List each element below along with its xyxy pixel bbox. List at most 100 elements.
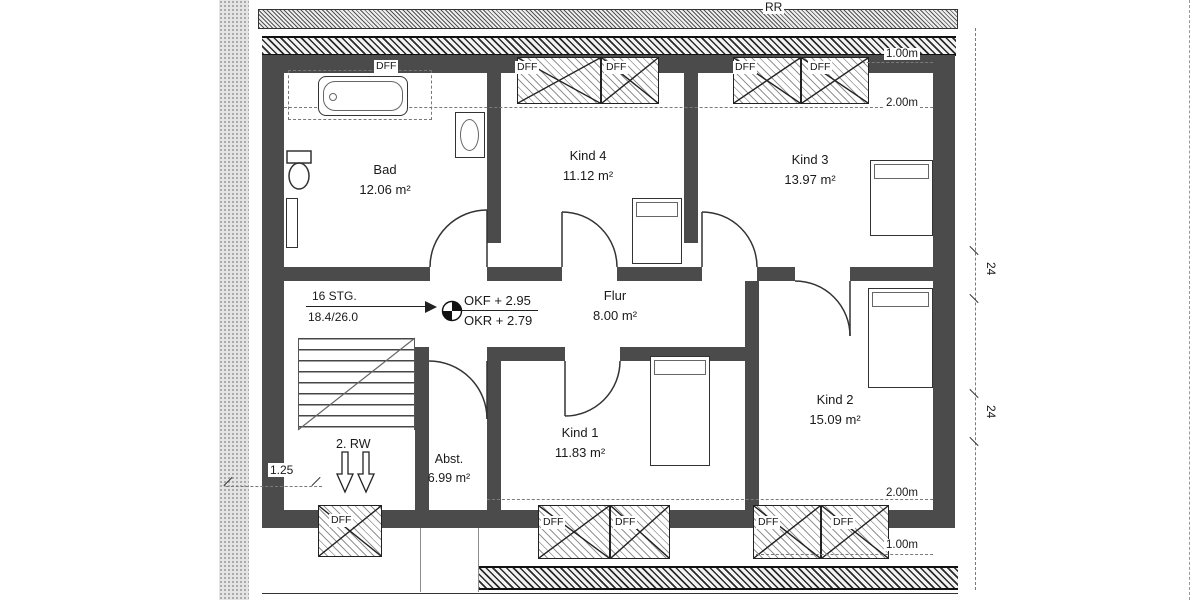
- room-area-bad: 12.06 m²: [359, 182, 411, 198]
- bottom-connector-line-right: [478, 528, 479, 592]
- top-roof-band-outer: [258, 9, 958, 29]
- bed-kind3: [870, 160, 933, 236]
- dff-label-bottom-left: DFF: [329, 514, 354, 527]
- wall-flur-top-b: [487, 267, 562, 281]
- room-label-kind3: Kind 3 13.97 m²: [765, 150, 855, 190]
- room-name-kind2: Kind 2: [816, 392, 854, 407]
- stair-cut-line: [297, 337, 416, 431]
- sink: [455, 112, 485, 158]
- bed-kind1: [650, 356, 710, 466]
- dff-label-bad: DFF: [374, 60, 399, 73]
- door-kind3: [701, 211, 758, 268]
- dff-label-kind4-b: DFF: [604, 61, 629, 74]
- door-kind1: [564, 360, 621, 417]
- top-roof-band-inner: [262, 36, 956, 56]
- level-marker-icon: [441, 300, 463, 322]
- pillow-kind2: [872, 292, 929, 307]
- room-label-bad: Bad 12.06 m²: [345, 160, 425, 200]
- roof-window-kind1-b: [610, 505, 670, 559]
- wall-bad-kind4: [487, 73, 501, 243]
- room-name-bad: Bad: [373, 162, 397, 177]
- room-area-abst: 6.99 m²: [427, 471, 471, 486]
- wall-kind1-kind2: [745, 281, 759, 510]
- right-reference-line: [975, 28, 976, 590]
- room-label-kind1: Kind 1 11.83 m²: [540, 423, 620, 463]
- bathtub: [318, 76, 408, 116]
- dim-top-1-line: [862, 62, 933, 63]
- dff-label-kind4-a: DFF: [515, 61, 540, 74]
- roof-window-kind2-a: [753, 505, 821, 559]
- room-area-kind4: 11.12 m²: [562, 168, 614, 184]
- wall-flur-top-e: [850, 267, 933, 281]
- dim-top-2: 2.00m: [884, 97, 920, 109]
- bottom-roof-band: [478, 566, 958, 590]
- dff-label-kind3-b: DFF: [808, 61, 833, 74]
- room-name-kind3: Kind 3: [791, 152, 829, 167]
- stair-arrow-head: [425, 301, 437, 313]
- room-name-kind1: Kind 1: [561, 425, 599, 440]
- dff-label-kind2-b: DFF: [831, 516, 856, 529]
- wall-abst-kind1: [487, 347, 501, 510]
- dim-bottom-2: 2.00m: [884, 487, 920, 499]
- wall-kind4-kind3: [684, 73, 698, 243]
- wall-flur-bottom-a: [487, 347, 565, 361]
- dff-label-kind2-a: DFF: [756, 516, 781, 529]
- wall-flur-top-c: [617, 267, 702, 281]
- dim-chain-tick-1: [969, 245, 979, 256]
- pillow-kind1: [654, 360, 706, 375]
- rw-label: 2. RW: [336, 437, 371, 451]
- level-okr-label: OKR + 2.79: [464, 313, 533, 328]
- stair-ratio-label: 18.4/26.0: [308, 310, 359, 324]
- stair-count-label: 16 STG.: [312, 289, 357, 303]
- dim-chain-tick-2: [969, 293, 979, 304]
- room-label-abst: Abst. 6.99 m²: [411, 450, 487, 489]
- left-shading-band: [219, 0, 249, 600]
- wall-outer-left: [262, 55, 284, 528]
- pillow-kind4: [636, 202, 678, 217]
- room-label-kind2: Kind 2 15.09 m²: [795, 390, 875, 430]
- roof-window-bottom-left: [318, 505, 382, 557]
- room-area-kind1: 11.83 m²: [554, 445, 606, 461]
- door-bad: [429, 209, 488, 268]
- room-label-flur: Flur 8.00 m²: [580, 286, 650, 326]
- far-right-reference-line: [1189, 0, 1190, 600]
- sink-basin: [460, 119, 479, 151]
- dim-left-tick-b: [311, 476, 321, 487]
- room-name-kind4: Kind 4: [569, 148, 607, 163]
- door-kind2: [794, 280, 851, 337]
- roof-window-kind4-b: [601, 57, 659, 104]
- wall-flur-top-d: [757, 267, 795, 281]
- bathtub-drain: [329, 93, 337, 101]
- rw-arrows-icon: [335, 451, 376, 494]
- dff-label-kind3-a: DFF: [733, 61, 758, 74]
- roof-line-bottom: [487, 499, 933, 500]
- dff-label-kind1-a: DFF: [541, 516, 566, 529]
- dim-left-label: 1.25: [268, 463, 296, 477]
- skylight-outline-bad: [288, 70, 432, 120]
- ridge-label: RR: [763, 0, 785, 15]
- wall-outer-right: [933, 55, 955, 528]
- roof-line-top: [284, 107, 933, 108]
- room-area-flur: 8.00 m²: [592, 308, 638, 324]
- dff-label-kind1-b: DFF: [613, 516, 638, 529]
- room-area-kind2: 15.09 m²: [809, 412, 861, 428]
- pillow-kind3: [874, 164, 929, 179]
- dim-chain-tick-3: [969, 388, 979, 399]
- room-name-abst: Abst.: [434, 452, 464, 466]
- dim-top-1: 1.00m: [884, 48, 920, 60]
- dim-chain-tick-4: [969, 436, 979, 447]
- dim-left-line: [226, 486, 322, 487]
- bottom-edge-line: [262, 593, 958, 594]
- radiator: [286, 198, 298, 248]
- door-kind4: [561, 211, 618, 268]
- level-underline: [462, 310, 538, 311]
- bathtub-inner: [323, 81, 403, 111]
- dim-side-upper: 24: [984, 262, 998, 276]
- room-name-flur: Flur: [603, 288, 627, 303]
- roof-window-kind1-a: [538, 505, 610, 559]
- roof-window-kind2-b: [821, 505, 889, 559]
- wall-abst-left: [415, 347, 429, 510]
- dim-side-lower: 24: [984, 405, 998, 419]
- bed-kind4: [632, 198, 682, 264]
